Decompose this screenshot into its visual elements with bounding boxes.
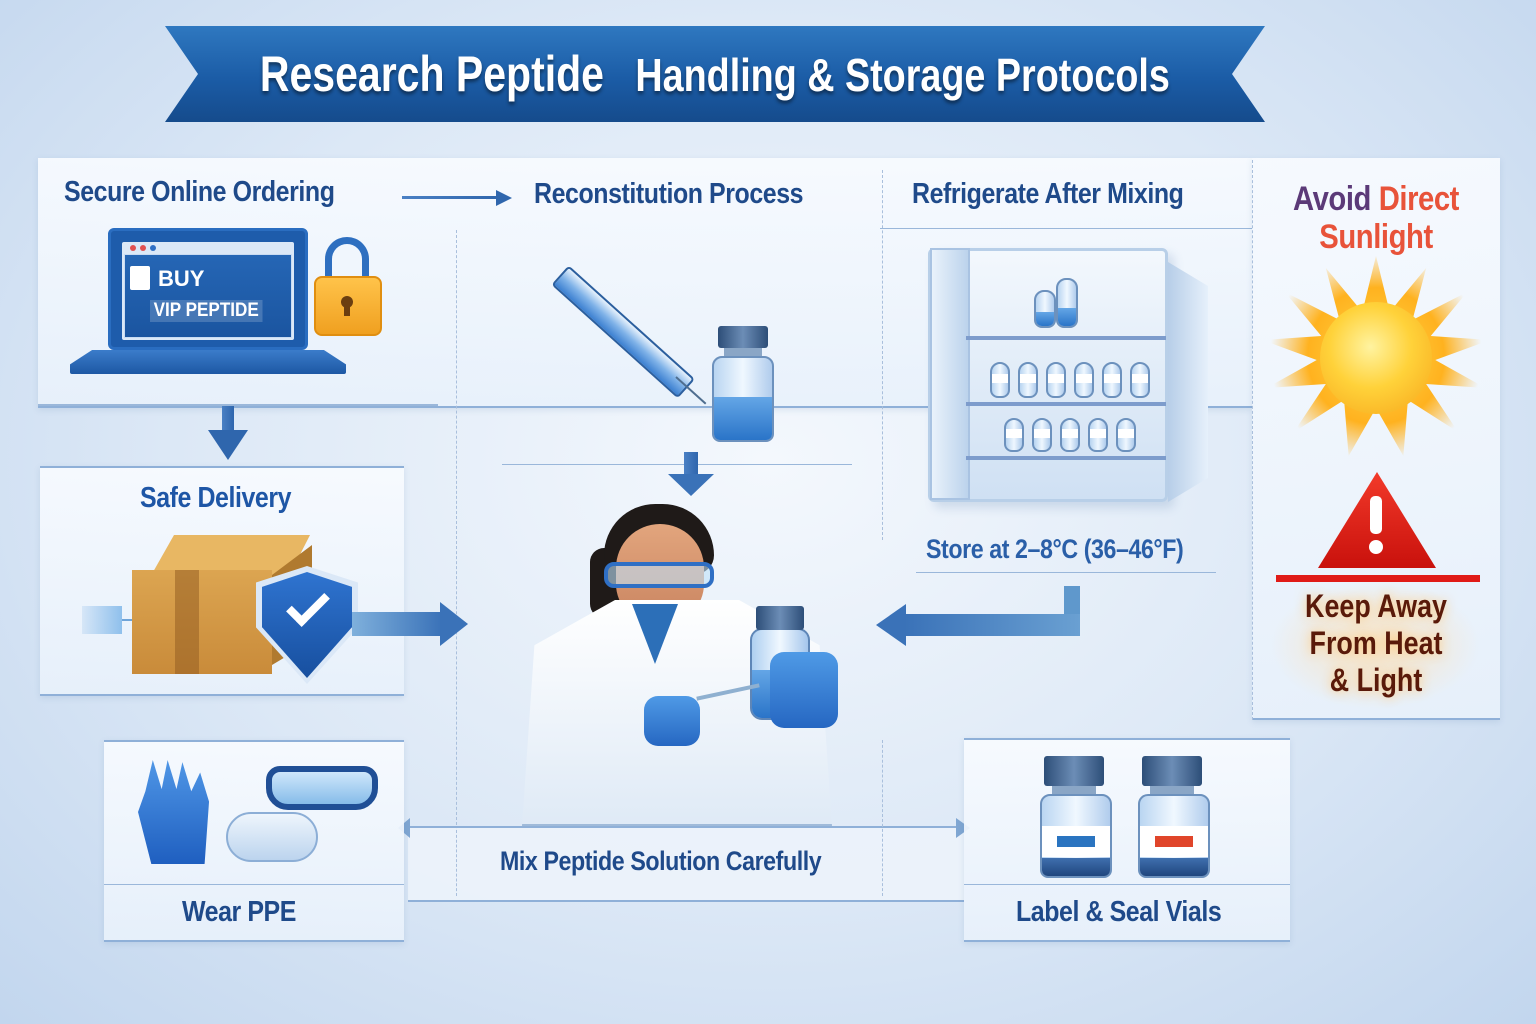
exclamation-mark bbox=[1370, 496, 1382, 534]
vial-icon bbox=[1088, 418, 1108, 452]
arrow-head-icon bbox=[208, 430, 248, 460]
dashed-divider bbox=[882, 740, 883, 896]
window-dot-icon bbox=[150, 245, 156, 251]
arrow-to-mix bbox=[352, 612, 442, 636]
arrow-head-icon bbox=[496, 190, 512, 206]
safe-delivery-heading: Safe Delivery bbox=[140, 482, 292, 514]
direct-word: Direct bbox=[1378, 180, 1460, 218]
mix-caption: Mix Peptide Solution Carefully bbox=[500, 846, 822, 876]
vial-icon bbox=[1018, 362, 1038, 398]
vial-blue-label-icon bbox=[1040, 794, 1112, 878]
ppe-caption: Wear PPE bbox=[182, 896, 296, 928]
arrow-head-icon bbox=[440, 602, 468, 646]
refrigerator-door bbox=[930, 248, 970, 500]
vip-peptide-label: VIP PEPTIDE bbox=[150, 300, 263, 322]
refrigerator-side bbox=[1168, 262, 1208, 502]
browser-content bbox=[124, 254, 292, 338]
label-seal-caption: Label & Seal Vials bbox=[1016, 896, 1222, 928]
vial-icon bbox=[1004, 418, 1024, 452]
refrigerate-heading: Refrigerate After Mixing bbox=[912, 178, 1184, 210]
vial-icon bbox=[1034, 290, 1056, 328]
arrow-head-icon bbox=[668, 474, 714, 496]
window-dot-icon bbox=[140, 245, 146, 251]
vial-icon bbox=[712, 356, 774, 442]
divider bbox=[38, 404, 438, 406]
face-mask-icon bbox=[226, 812, 318, 862]
vial-cap bbox=[1142, 756, 1202, 786]
vial-neck bbox=[1150, 786, 1194, 796]
arrow-head-icon bbox=[876, 604, 906, 646]
divider bbox=[964, 884, 1290, 885]
vial-icon bbox=[1032, 418, 1052, 452]
vial-red-label-icon bbox=[1138, 794, 1210, 878]
safety-goggles-icon bbox=[266, 766, 378, 810]
storage-temperature: Store at 2–8°C (36–46°F) bbox=[926, 534, 1184, 564]
scientist-goggles bbox=[604, 562, 714, 588]
vial-icon bbox=[1116, 418, 1136, 452]
divider bbox=[502, 464, 852, 465]
scientist-glove-left bbox=[644, 696, 700, 746]
vial-icon bbox=[990, 362, 1010, 398]
package-box-icon bbox=[132, 570, 272, 674]
page-title: Research Peptide Handling & Storage Prot… bbox=[165, 26, 1265, 122]
dashed-divider bbox=[456, 830, 457, 896]
vial-neck bbox=[724, 348, 762, 358]
shelf bbox=[966, 456, 1166, 460]
dashed-divider bbox=[456, 230, 457, 830]
warning-text: Keep Away From Heat & Light bbox=[1275, 588, 1477, 699]
warning-glow bbox=[1270, 580, 1480, 710]
dashed-divider bbox=[882, 170, 883, 540]
package-tape bbox=[175, 570, 199, 674]
mix-caption-panel bbox=[408, 826, 964, 902]
motion-line bbox=[82, 606, 122, 634]
label-seal-panel bbox=[964, 738, 1290, 942]
buy-label: BUY bbox=[158, 266, 205, 291]
store-logo-icon bbox=[130, 266, 150, 290]
reconstitution-heading: Reconstitution Process bbox=[534, 178, 804, 210]
vial-icon bbox=[1046, 362, 1066, 398]
secure-ordering-heading: Secure Online Ordering bbox=[64, 176, 335, 208]
warning-line: & Light bbox=[1329, 662, 1423, 698]
divider bbox=[104, 884, 404, 885]
exclamation-dot bbox=[1369, 540, 1383, 554]
scientist-glove-right bbox=[770, 652, 838, 728]
arrow-to-mix bbox=[684, 452, 698, 476]
vial-icon bbox=[1102, 362, 1122, 398]
arrow-to-reconstitution bbox=[402, 196, 498, 199]
vial-icon bbox=[1060, 418, 1080, 452]
arrow-to-delivery bbox=[222, 406, 234, 430]
sunlight-word: Sunlight bbox=[1319, 218, 1433, 256]
sun-icon bbox=[1320, 302, 1432, 414]
warning-divider bbox=[1276, 575, 1480, 582]
sunlight-heading: Avoid Direct Sunlight bbox=[1273, 180, 1479, 256]
warning-line: From Heat bbox=[1309, 625, 1443, 661]
avoid-word: Avoid bbox=[1292, 180, 1371, 218]
title-banner bbox=[165, 26, 1265, 122]
laptop-keyboard bbox=[70, 350, 346, 374]
held-vial-cap bbox=[756, 606, 804, 630]
vial-neck bbox=[1052, 786, 1096, 796]
title-part-2: Handling & Storage Protocols bbox=[635, 49, 1170, 101]
dashed-divider bbox=[1252, 160, 1253, 720]
shelf bbox=[966, 336, 1166, 340]
vial-cap bbox=[1044, 756, 1104, 786]
shelf bbox=[966, 402, 1166, 406]
title-part-1: Research Peptide bbox=[260, 46, 605, 102]
motion-line bbox=[122, 619, 138, 621]
warning-line: Keep Away bbox=[1305, 588, 1447, 624]
vial-cap bbox=[718, 326, 768, 348]
vial-icon bbox=[1056, 278, 1078, 328]
vial-icon bbox=[1074, 362, 1094, 398]
keyhole-icon bbox=[344, 304, 350, 316]
divider bbox=[880, 228, 1252, 229]
padlock-shackle bbox=[325, 237, 369, 287]
window-dot-icon bbox=[130, 245, 136, 251]
vial-icon bbox=[1130, 362, 1150, 398]
divider bbox=[916, 572, 1216, 573]
arrow-from-fridge bbox=[904, 614, 1080, 636]
